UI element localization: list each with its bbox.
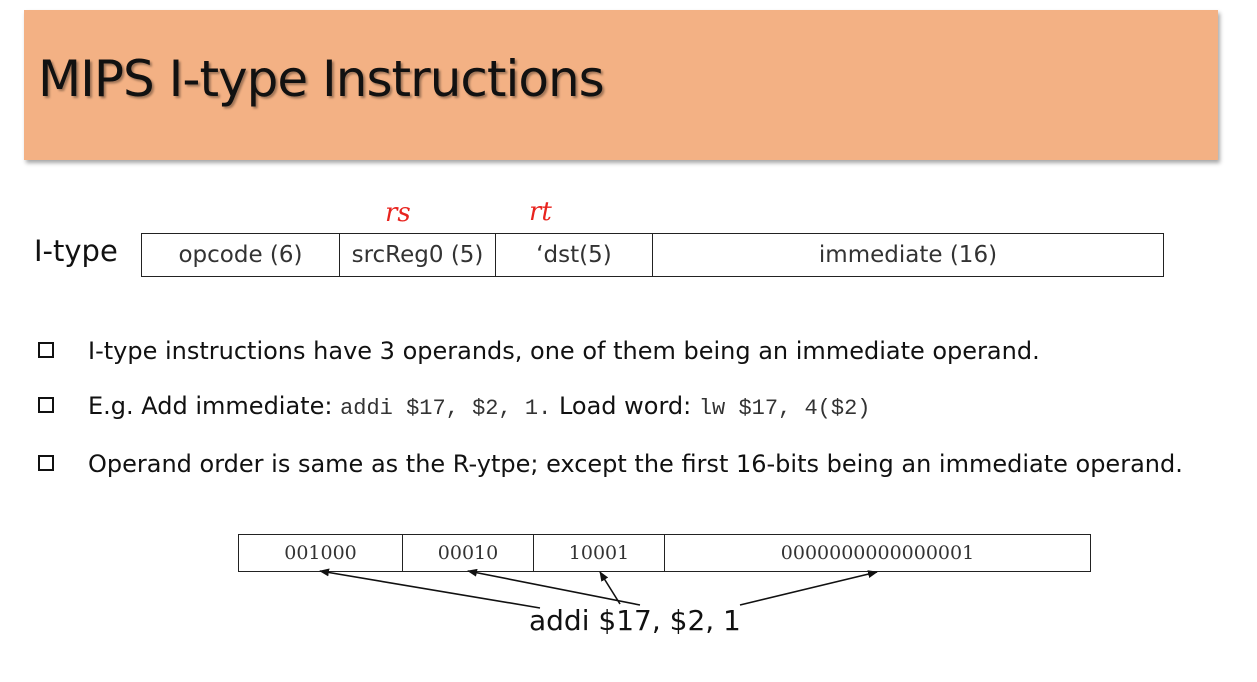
title-band: MIPS I-type Instructions <box>24 10 1218 160</box>
bullet-item: I-type instructions have 3 operands, one… <box>36 335 1208 367</box>
code-addi: addi $17, $2, 1. <box>340 396 552 421</box>
field-srcreg0: srcReg0 (5) <box>340 234 496 276</box>
checkbox-bullet-icon <box>38 342 54 358</box>
bullet-text-prefix: E.g. Add immediate: <box>88 392 341 420</box>
example-encoding-row: 001000 00010 10001 0000000000000001 <box>238 534 1091 572</box>
slide-title: MIPS I-type Instructions <box>38 50 605 108</box>
field-dst: ‘dst(5) <box>496 234 653 276</box>
bullet-text: I-type instructions have 3 operands, one… <box>88 337 1040 365</box>
example-opcode: 001000 <box>239 535 403 571</box>
arrow-to-opcode <box>319 568 541 609</box>
bullet-item: Operand order is same as the R-ytpe; exc… <box>36 448 1208 480</box>
bullet-list: I-type instructions have 3 operands, one… <box>36 335 1208 503</box>
checkbox-bullet-icon <box>38 397 54 413</box>
bullet-text-mid: Load word: <box>551 392 699 420</box>
arrow-to-rs <box>467 568 641 606</box>
bullet-item: E.g. Add immediate: addi $17, $2, 1. Loa… <box>36 390 1208 425</box>
format-label: I-type <box>34 234 118 268</box>
field-immediate: immediate (16) <box>818 242 998 268</box>
itype-format-row: opcode (6) srcReg0 (5) ‘dst(5) immediate… <box>141 233 1164 277</box>
handwritten-rt: rt <box>529 197 552 227</box>
example-rs: 00010 <box>403 535 534 571</box>
example-instruction: addi $17, $2, 1 <box>529 604 741 637</box>
code-lw: lw $17, 4($2) <box>698 396 871 421</box>
arrow-to-immediate <box>739 570 878 606</box>
field-opcode: opcode (6) <box>142 234 340 276</box>
arrow-to-rt <box>599 571 621 605</box>
example-rt: 10001 <box>534 535 665 571</box>
handwritten-rs: rs <box>385 198 411 228</box>
checkbox-bullet-icon <box>38 455 54 471</box>
example-immediate: 0000000000000001 <box>780 542 975 564</box>
bullet-text: Operand order is same as the R-ytpe; exc… <box>88 450 1183 478</box>
